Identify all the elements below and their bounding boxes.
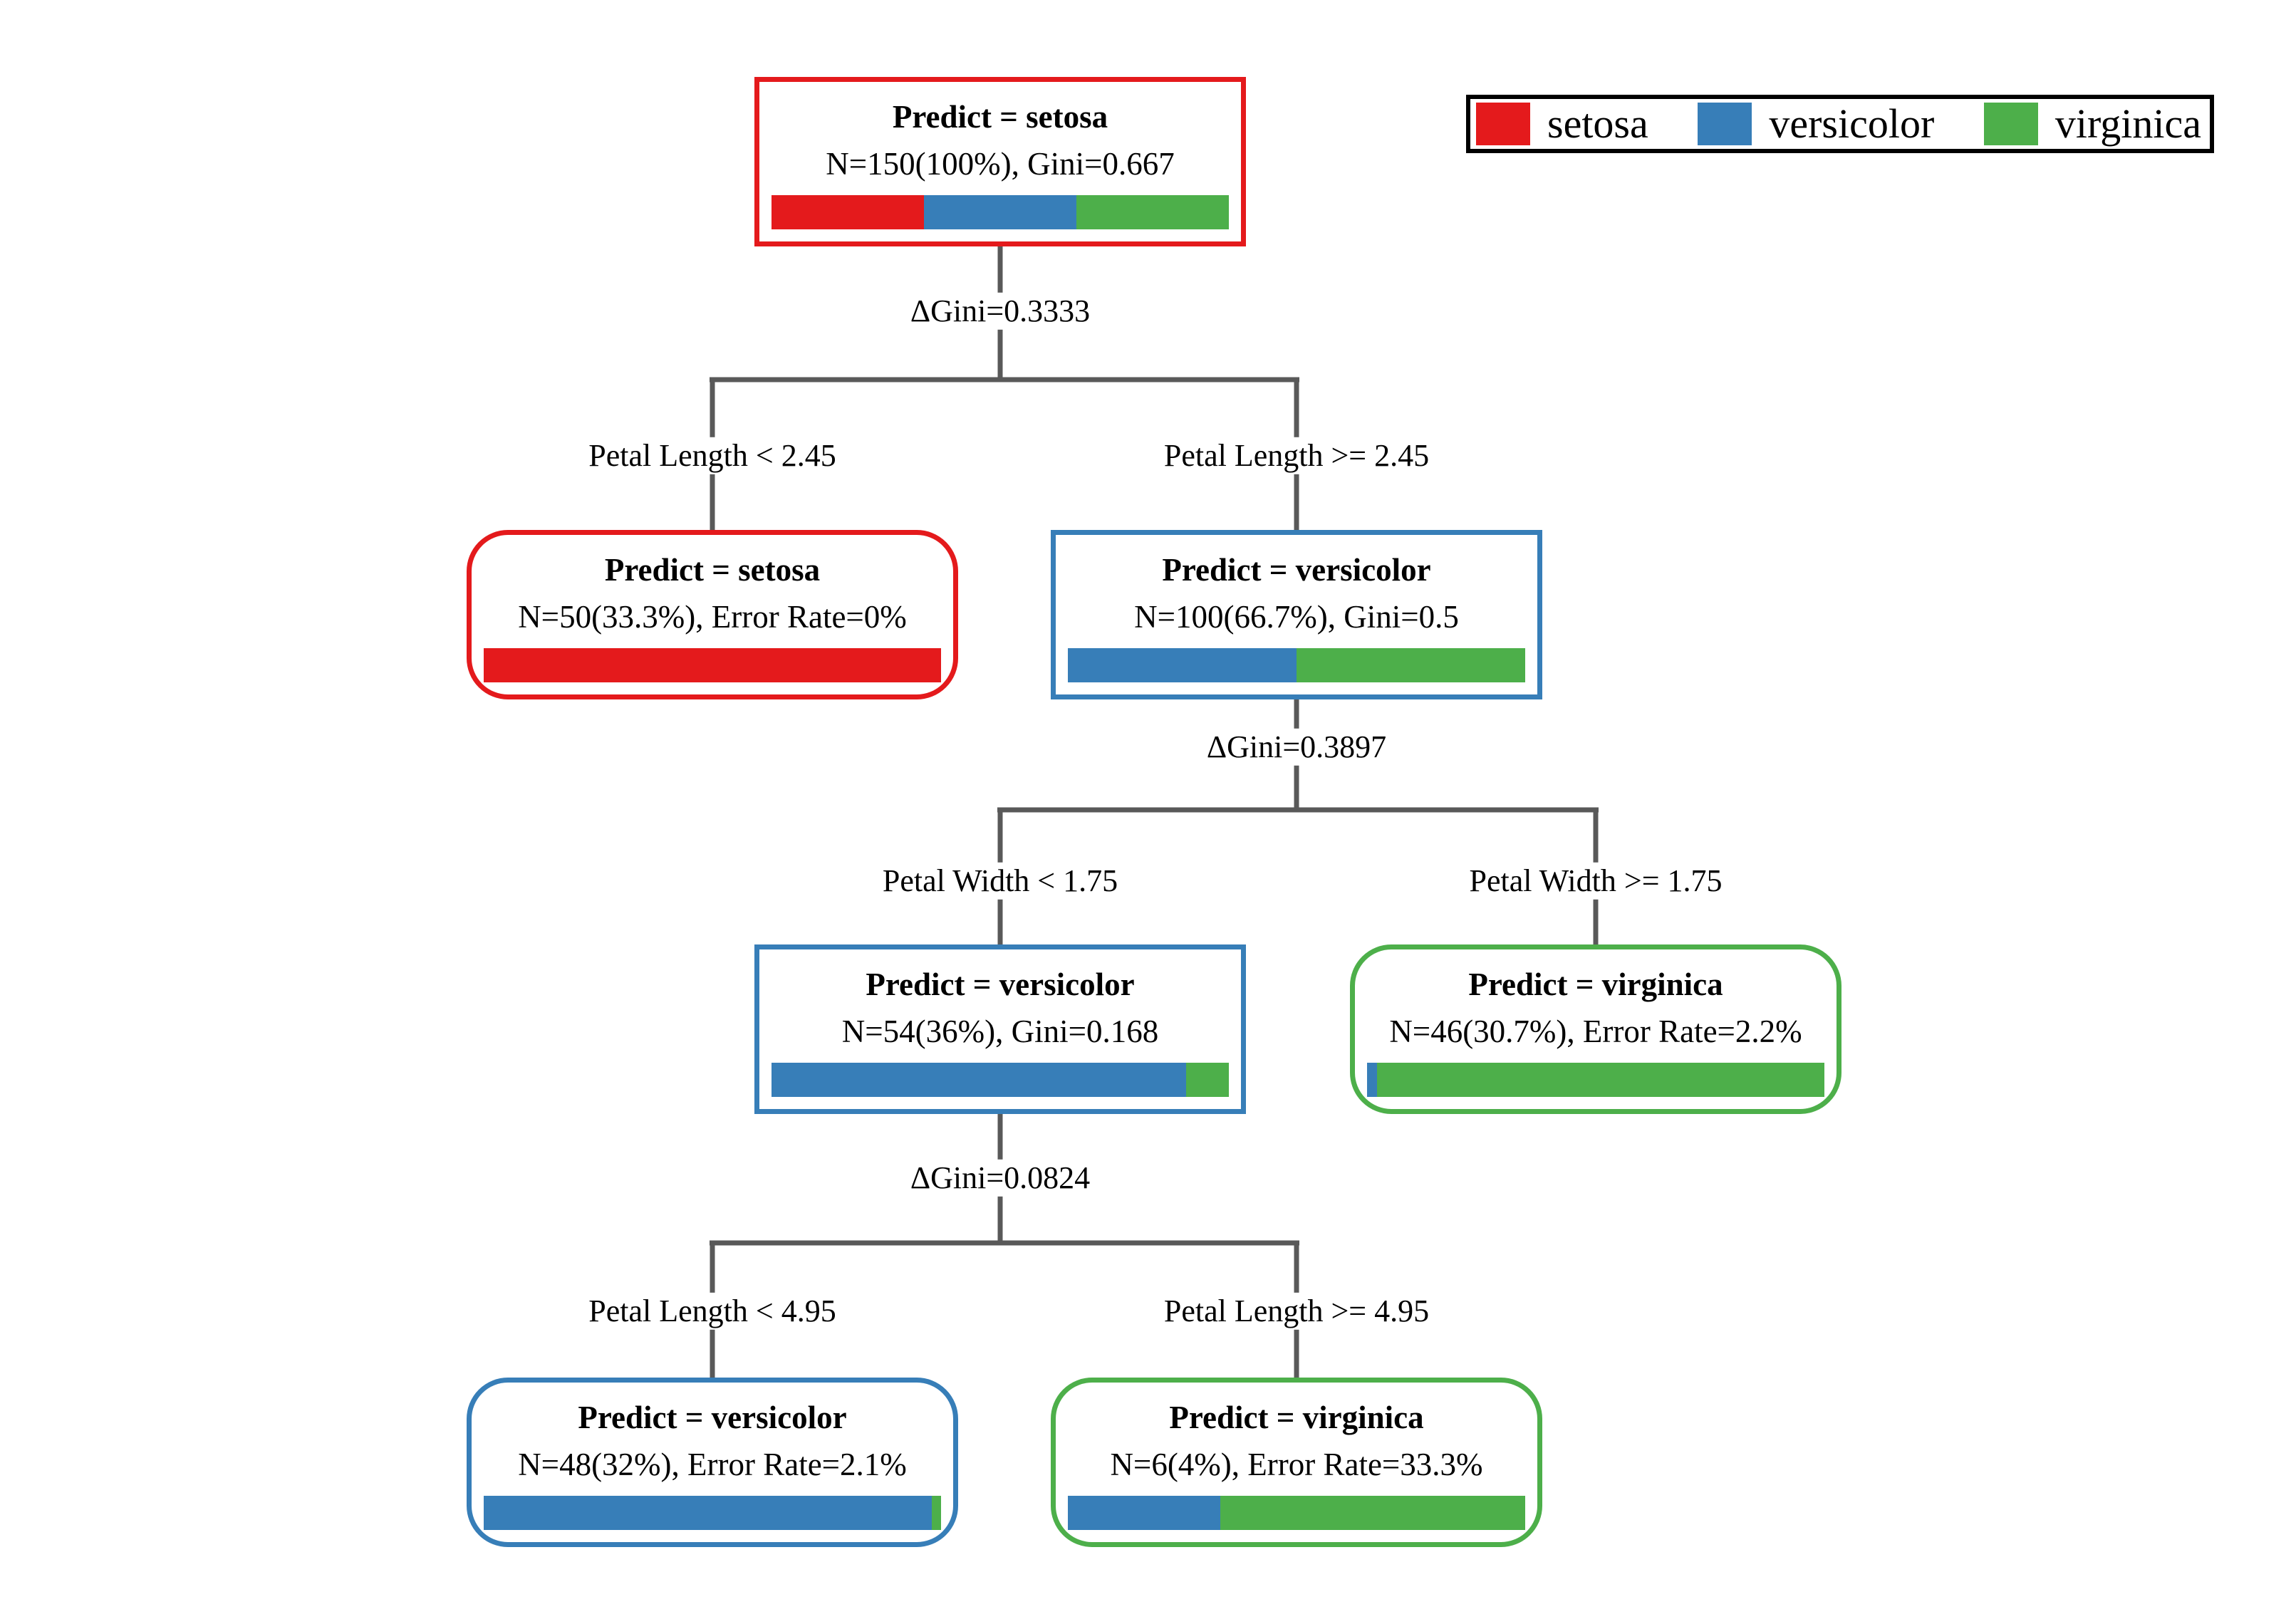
node-stats: N=100(66.7%), Gini=0.5 — [1134, 598, 1459, 635]
node-stats: N=46(30.7%), Error Rate=2.2% — [1389, 1013, 1802, 1049]
bar-segment-virginica — [1297, 648, 1525, 682]
branch-condition-label: Petal Length < 4.95 — [577, 1292, 848, 1331]
bar-segment-virginica — [1377, 1063, 1824, 1097]
legend-item-virginica: virginica — [1983, 100, 2201, 147]
bar-segment-versicolor — [1068, 1496, 1220, 1530]
node-setosa-leaf: Predict = setosa N=50(33.3%), Error Rate… — [467, 530, 958, 699]
bar-segment-versicolor — [1068, 648, 1297, 682]
node-stats: N=6(4%), Error Rate=33.3% — [1110, 1446, 1483, 1482]
legend-label-setosa: setosa — [1547, 100, 1648, 147]
node-stats: N=50(33.3%), Error Rate=0% — [518, 598, 907, 635]
bar-segment-versicolor — [1367, 1063, 1378, 1097]
node-stats: N=54(36%), Gini=0.168 — [841, 1013, 1159, 1049]
branch-condition-label: Petal Width >= 1.75 — [1458, 862, 1734, 900]
bar-segment-versicolor — [772, 1063, 1187, 1097]
split-gain-label: ΔGini=0.3333 — [898, 292, 1102, 330]
node-root: Predict = setosa N=150(100%), Gini=0.667 — [754, 77, 1246, 246]
node-predict-label: Predict = versicolor — [1162, 552, 1431, 588]
branch-condition-label: Petal Width < 1.75 — [871, 862, 1130, 900]
node-stats: N=150(100%), Gini=0.667 — [826, 145, 1175, 182]
class-distribution-bar — [1367, 1063, 1824, 1097]
bar-segment-virginica — [1076, 195, 1229, 229]
node-virginica-leaf-1: Predict = virginica N=46(30.7%), Error R… — [1350, 944, 1841, 1114]
split-gain-label: ΔGini=0.3897 — [1195, 728, 1398, 766]
legend-label-virginica: virginica — [2054, 100, 2201, 147]
node-predict-label: Predict = setosa — [604, 552, 821, 588]
bar-segment-versicolor — [923, 195, 1076, 229]
node-stats: N=48(32%), Error Rate=2.1% — [518, 1446, 907, 1482]
branch-condition-label: Petal Length >= 2.45 — [1152, 437, 1441, 475]
bar-segment-virginica — [1220, 1496, 1525, 1530]
node-versicolor-leaf: Predict = versicolor N=48(32%), Error Ra… — [467, 1378, 958, 1547]
class-distribution-bar — [1068, 648, 1525, 682]
node-predict-label: Predict = virginica — [1169, 1400, 1424, 1435]
legend-swatch-virginica — [1983, 103, 2038, 145]
legend-label-versicolor: versicolor — [1769, 100, 1935, 147]
node-predict-label: Predict = versicolor — [866, 967, 1135, 1002]
node-predict-label: Predict = setosa — [892, 99, 1108, 135]
node-versicolor-split-2: Predict = versicolor N=54(36%), Gini=0.1… — [754, 944, 1246, 1114]
legend-item-versicolor: versicolor — [1698, 103, 1934, 145]
node-predict-label: Predict = versicolor — [578, 1400, 847, 1435]
class-distribution-bar — [484, 1496, 941, 1530]
split-gain-label: ΔGini=0.0824 — [898, 1159, 1102, 1197]
legend-swatch-setosa — [1476, 103, 1530, 145]
class-distribution-bar — [484, 648, 941, 682]
legend-swatch-versicolor — [1698, 103, 1752, 145]
bar-segment-virginica — [1186, 1063, 1229, 1097]
bar-segment-setosa — [484, 648, 941, 682]
node-versicolor-split-1: Predict = versicolor N=100(66.7%), Gini=… — [1051, 530, 1542, 699]
bar-segment-virginica — [931, 1496, 941, 1530]
class-distribution-bar — [772, 195, 1229, 229]
legend-item-setosa: setosa — [1476, 103, 1648, 145]
bar-segment-versicolor — [484, 1496, 932, 1530]
class-distribution-bar — [1068, 1496, 1525, 1530]
branch-condition-label: Petal Length < 2.45 — [577, 437, 848, 475]
branch-condition-label: Petal Length >= 4.95 — [1152, 1292, 1441, 1331]
bar-segment-setosa — [772, 195, 924, 229]
node-virginica-leaf-2: Predict = virginica N=6(4%), Error Rate=… — [1051, 1378, 1542, 1547]
legend: setosa versicolor virginica — [1466, 95, 2214, 153]
class-distribution-bar — [772, 1063, 1229, 1097]
node-predict-label: Predict = virginica — [1468, 967, 1723, 1002]
